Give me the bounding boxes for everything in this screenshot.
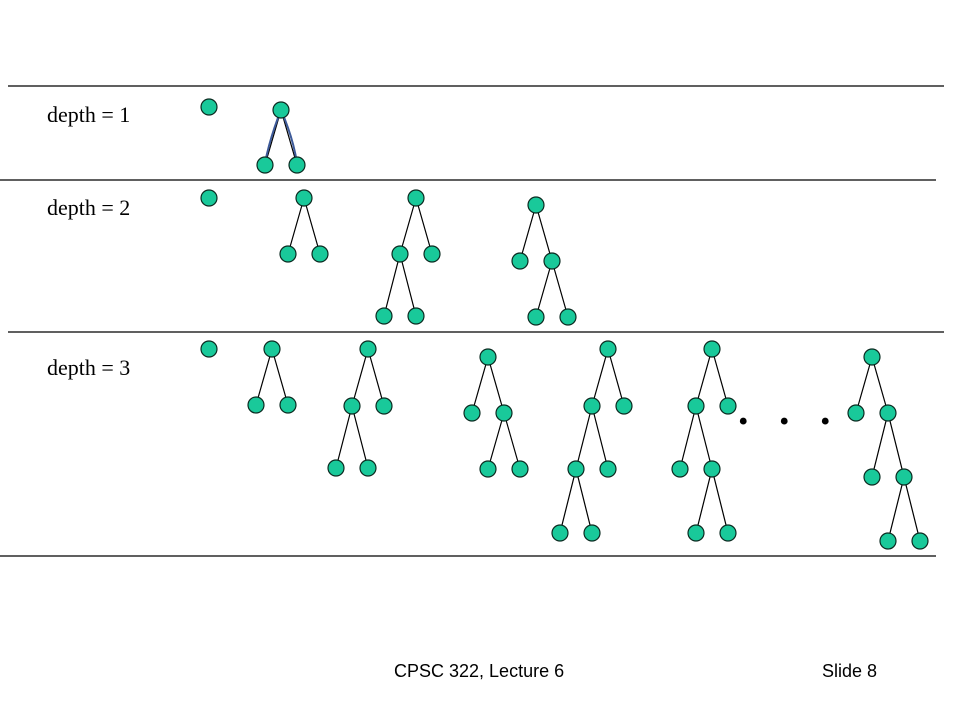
tree-node xyxy=(879,404,897,422)
tree-node xyxy=(407,189,425,207)
tree-edge xyxy=(487,412,505,470)
tree-edge xyxy=(695,468,713,534)
tree-node xyxy=(407,307,425,325)
tree-edge xyxy=(871,356,889,414)
tree-edge xyxy=(711,468,729,534)
tree-node xyxy=(375,397,393,415)
footer-course: CPSC 322, Lecture 6 xyxy=(394,661,565,681)
tree-node xyxy=(279,396,297,414)
tree-node xyxy=(895,468,913,486)
tree-node xyxy=(847,404,865,422)
tree-node xyxy=(256,156,274,174)
tree-edge xyxy=(535,260,553,318)
tree-node xyxy=(615,397,633,415)
tree-node xyxy=(295,189,313,207)
tree-node xyxy=(559,308,577,326)
depth-label-2: depth = 2 xyxy=(47,195,131,220)
tree-node xyxy=(272,101,290,119)
depth-label-1: depth = 1 xyxy=(47,102,131,127)
tree-edge xyxy=(335,405,353,469)
tree-node xyxy=(375,307,393,325)
tree-edge xyxy=(471,356,489,414)
tree-node xyxy=(671,460,689,478)
tree-edge xyxy=(887,412,905,478)
tree-node xyxy=(719,524,737,542)
tree-edge xyxy=(695,348,713,407)
tree-node xyxy=(863,348,881,366)
tree-node xyxy=(911,532,929,550)
tree-edge xyxy=(271,348,289,406)
tree-node xyxy=(863,468,881,486)
tree-node xyxy=(391,245,409,263)
tree-node xyxy=(200,98,218,116)
tree-node xyxy=(343,397,361,415)
tree-edge xyxy=(551,260,569,318)
tree-node xyxy=(200,189,218,207)
tree-edge xyxy=(351,348,369,407)
tree-edge xyxy=(367,348,385,407)
tree-edge xyxy=(887,476,905,542)
ellipsis: . . . xyxy=(738,388,841,434)
tree-edge xyxy=(415,197,433,255)
tree-edge xyxy=(487,356,505,414)
tree-node xyxy=(359,340,377,358)
tree-node xyxy=(583,524,601,542)
tree-edge xyxy=(280,109,298,166)
tree-node xyxy=(551,524,569,542)
tree-edge xyxy=(503,412,521,470)
tree-edge xyxy=(607,348,625,407)
tree-edge xyxy=(711,348,729,407)
tree-edge xyxy=(591,348,609,407)
tree-edge xyxy=(519,204,537,262)
tree-node xyxy=(719,397,737,415)
tree-edge xyxy=(287,197,305,255)
tree-node xyxy=(423,245,441,263)
tree-edge xyxy=(383,253,401,317)
tree-node xyxy=(327,459,345,477)
tree-node xyxy=(703,460,721,478)
tree-edge xyxy=(559,468,577,534)
tree-node xyxy=(527,308,545,326)
tree-edge xyxy=(695,405,713,470)
tree-edge xyxy=(575,405,593,470)
tree-edge xyxy=(255,348,273,406)
tree-node xyxy=(703,340,721,358)
tree-edge xyxy=(591,405,609,470)
tree-node xyxy=(687,397,705,415)
tree-edge xyxy=(679,405,697,470)
tree-node xyxy=(527,196,545,214)
tree-node xyxy=(511,252,529,270)
tree-edge xyxy=(351,405,369,469)
tree-node xyxy=(263,340,281,358)
tree-node xyxy=(599,460,617,478)
tree-edge xyxy=(871,412,889,478)
tree-edge xyxy=(399,197,417,255)
tree-node xyxy=(247,396,265,414)
tree-node xyxy=(511,460,529,478)
tree-node xyxy=(879,532,897,550)
tree-node xyxy=(479,460,497,478)
tree-node xyxy=(359,459,377,477)
tree-edge xyxy=(855,356,873,414)
tree-node xyxy=(687,524,705,542)
tree-edge xyxy=(535,204,553,262)
tree-node xyxy=(567,460,585,478)
tree-node xyxy=(200,340,218,358)
slide-number: Slide 8 xyxy=(822,661,878,681)
tree-edge xyxy=(303,197,321,255)
tree-node xyxy=(463,404,481,422)
tree-node xyxy=(479,348,497,366)
tree-node xyxy=(288,156,306,174)
tree-node xyxy=(599,340,617,358)
tree-node xyxy=(495,404,513,422)
tree-node xyxy=(543,252,561,270)
tree-edge xyxy=(575,468,593,534)
tree-edge xyxy=(399,253,417,317)
depth-label-3: depth = 3 xyxy=(47,355,131,380)
tree-node xyxy=(279,245,297,263)
tree-node xyxy=(311,245,329,263)
tree-node xyxy=(583,397,601,415)
tree-edge xyxy=(903,476,921,542)
